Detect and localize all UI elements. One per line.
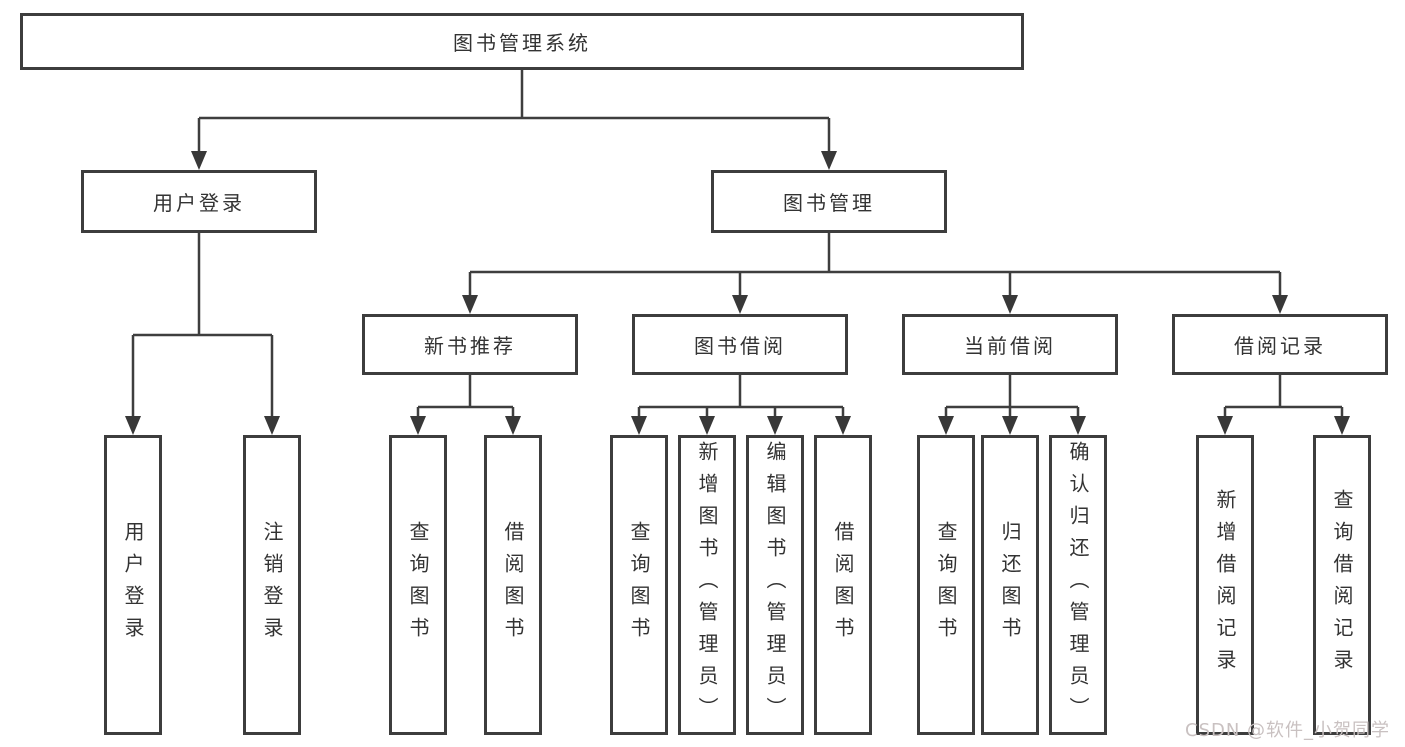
leaf-recommend-borrow-books: 借阅图书 bbox=[484, 435, 542, 735]
node-book-borrow: 图书借阅 bbox=[632, 314, 848, 375]
csdn-watermark: CSDN @软件_小贺同学 bbox=[1185, 720, 1391, 741]
node-user-login-branch: 用户登录 bbox=[81, 170, 317, 233]
node-label: 查询图书 bbox=[627, 521, 651, 649]
leaf-borrow-edit-books-admin: 编辑图书（管理员） bbox=[746, 435, 804, 735]
node-label: 新增图书（管理员） bbox=[695, 441, 719, 729]
leaf-borrow-borrow-books: 借阅图书 bbox=[814, 435, 872, 735]
node-label: 新增借阅记录 bbox=[1213, 489, 1237, 681]
leaf-current-return-books: 归还图书 bbox=[981, 435, 1039, 735]
node-label: 借阅图书 bbox=[831, 521, 855, 649]
leaf-current-confirm-return-admin: 确认归还（管理员） bbox=[1049, 435, 1107, 735]
node-book-management-branch: 图书管理 bbox=[711, 170, 947, 233]
node-borrow-records: 借阅记录 bbox=[1172, 314, 1388, 375]
node-label: 查询图书 bbox=[934, 521, 958, 649]
node-label: 归还图书 bbox=[998, 521, 1022, 649]
node-label: 查询图书 bbox=[406, 521, 430, 649]
node-label: 借阅图书 bbox=[501, 521, 525, 649]
connector-lines bbox=[131, 70, 1344, 417]
node-label: 确认归还（管理员） bbox=[1066, 441, 1090, 729]
node-label: 注销登录 bbox=[260, 521, 284, 649]
leaf-records-add-borrow-record: 新增借阅记录 bbox=[1196, 435, 1254, 735]
node-current-borrow: 当前借阅 bbox=[902, 314, 1118, 375]
node-new-book-recommend: 新书推荐 bbox=[362, 314, 578, 375]
leaf-logout: 注销登录 bbox=[243, 435, 301, 735]
leaf-recommend-query-books: 查询图书 bbox=[389, 435, 447, 735]
node-label: 查询借阅记录 bbox=[1330, 489, 1354, 681]
node-label: 编辑图书（管理员） bbox=[763, 441, 787, 729]
node-root-system: 图书管理系统 bbox=[20, 13, 1024, 70]
leaf-current-query-books: 查询图书 bbox=[917, 435, 975, 735]
leaf-borrow-query-books: 查询图书 bbox=[610, 435, 668, 735]
leaf-borrow-add-books-admin: 新增图书（管理员） bbox=[678, 435, 736, 735]
node-label: 用户登录 bbox=[121, 521, 145, 649]
arrowhead-icons bbox=[125, 151, 1350, 435]
leaf-user-login: 用户登录 bbox=[104, 435, 162, 735]
leaf-records-query-borrow-record: 查询借阅记录 bbox=[1313, 435, 1371, 735]
